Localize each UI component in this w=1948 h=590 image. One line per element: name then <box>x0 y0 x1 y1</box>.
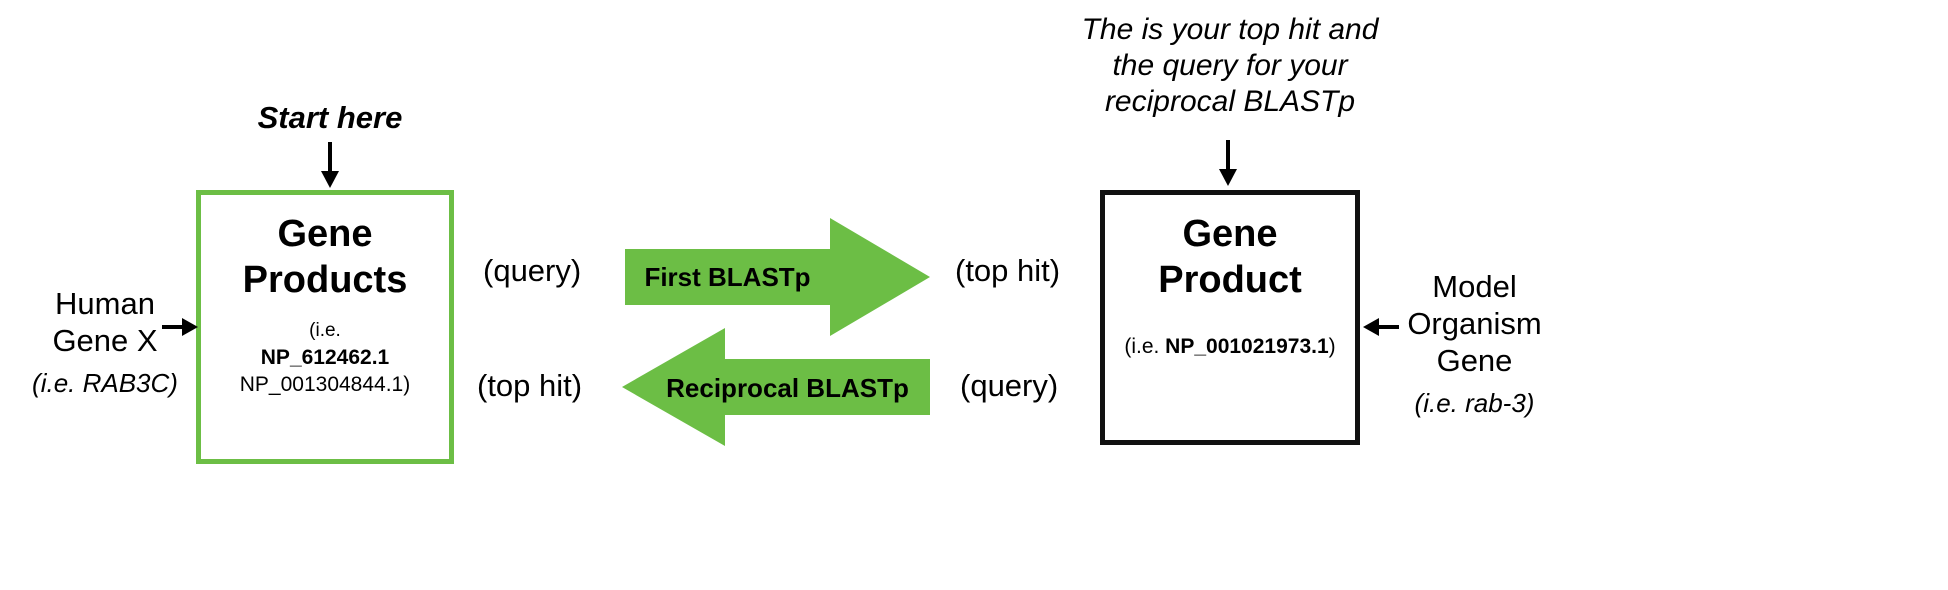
model-gene-line-1: Model <box>1432 269 1517 304</box>
reciprocal-query-note: The is your top hit and the query for yo… <box>1040 12 1420 120</box>
first-blast-tophit-label: (top hit) <box>955 253 1061 288</box>
left-box-accession-primary: NP_612462.1 <box>260 346 390 369</box>
left-arrow-model-gene-icon <box>1363 318 1399 336</box>
down-arrow-note-icon <box>1219 140 1237 186</box>
note-line-1: The is your top hit and <box>1081 13 1379 46</box>
right-box-accession: (i.e. NP_001021973.1) <box>1124 333 1335 360</box>
right-box-title: Gene Product <box>1158 211 1302 303</box>
human-gene-line-2: Gene X <box>52 323 158 358</box>
start-here-label: Start here <box>257 100 403 135</box>
model-gene-line-3: Gene <box>1436 343 1513 378</box>
right-arrow-human-gene-icon <box>162 318 198 336</box>
human-gene-annotation: Human Gene X (i.e. RAB3C) <box>10 285 200 402</box>
right-box-title-line-2: Product <box>1158 259 1302 301</box>
left-box-accession-secondary: NP_001304844.1) <box>239 373 411 396</box>
right-box-accession-primary: NP_001021973.1 <box>1165 335 1329 358</box>
human-gene-example: (i.e. RAB3C) <box>32 368 178 398</box>
first-blast-query-label: (query) <box>483 253 582 288</box>
reciprocal-blastp-arrow-label: Reciprocal BLASTp <box>666 373 909 403</box>
left-box-ie-prefix: (i.e. <box>309 320 341 341</box>
reciprocal-blast-tophit-label: (top hit) <box>477 368 583 403</box>
reciprocal-blastp-arrow-icon <box>622 328 930 446</box>
note-line-3: reciprocal BLASTp <box>1104 85 1356 118</box>
human-gene-line-1: Human <box>55 286 155 321</box>
left-box-title-line-2: Products <box>242 259 408 301</box>
note-line-2: the query for your <box>1112 49 1348 82</box>
human-gene-products-box: Gene Products (i.e. NP_612462.1 NP_00130… <box>196 190 454 464</box>
right-box-ie-prefix: (i.e. <box>1124 335 1166 358</box>
left-box-accessions: (i.e. NP_612462.1 NP_001304844.1) <box>240 317 410 398</box>
left-box-title: Gene Products <box>243 211 408 303</box>
model-gene-example: (i.e. rab-3) <box>1414 388 1535 418</box>
model-organism-gene-product-box: Gene Product (i.e. NP_001021973.1) <box>1100 190 1360 445</box>
first-blastp-arrow-icon <box>625 218 930 336</box>
reciprocal-blast-query-label: (query) <box>960 368 1059 403</box>
right-box-ie-suffix: ) <box>1328 335 1336 358</box>
model-gene-line-2: Organism <box>1407 306 1542 341</box>
first-blastp-arrow-label: First BLASTp <box>644 262 811 292</box>
model-organism-gene-annotation: Model Organism Gene (i.e. rab-3) <box>1382 268 1567 422</box>
right-box-title-line-1: Gene <box>1182 213 1278 255</box>
down-arrow-start-here-icon <box>321 142 339 188</box>
left-box-title-line-1: Gene <box>277 213 373 255</box>
